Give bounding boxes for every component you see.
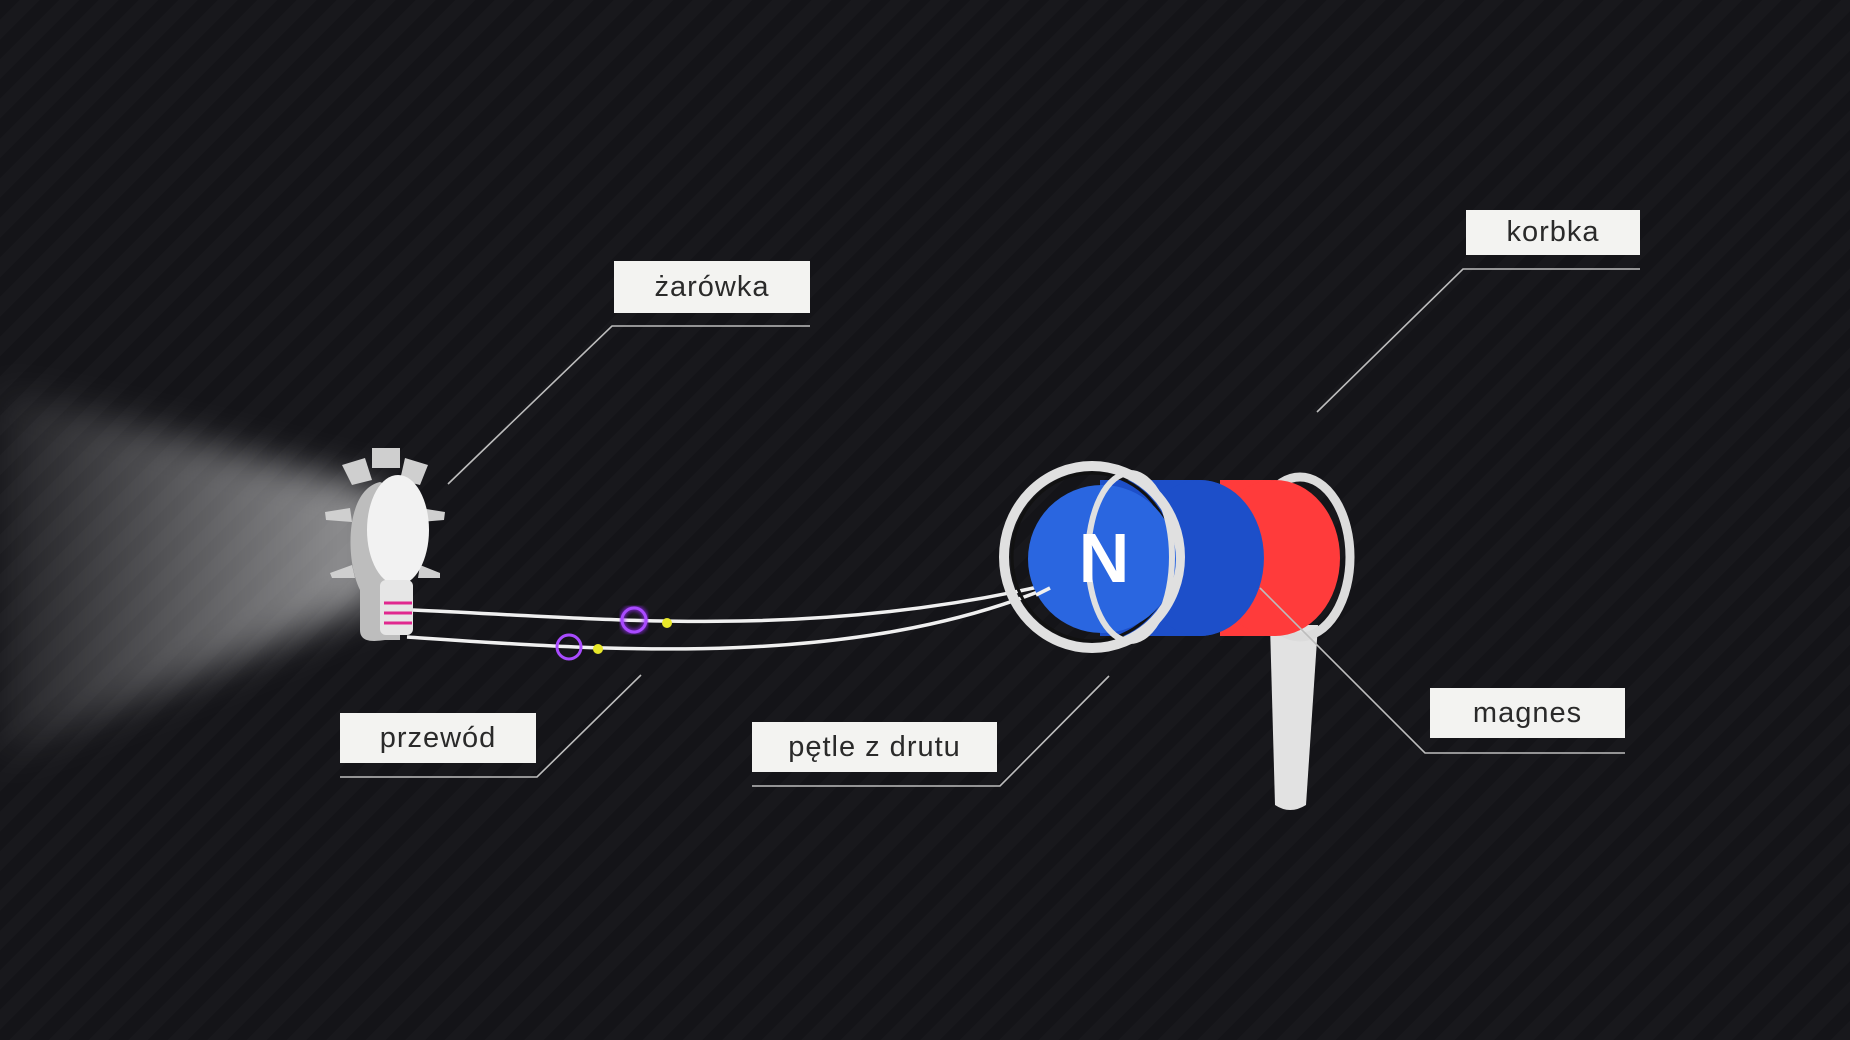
coil-front-ring xyxy=(999,461,1185,653)
wire-top xyxy=(412,585,1039,624)
magnet-pole-label: N xyxy=(1079,519,1130,597)
charge-negative xyxy=(593,644,603,654)
label-magnet: magnes xyxy=(1430,688,1625,738)
wire-bottom xyxy=(406,585,1051,651)
light-beam xyxy=(0,390,380,760)
magnet-north-face xyxy=(1028,485,1176,633)
label-crank: korbka xyxy=(1466,210,1640,255)
leader-lines xyxy=(340,268,1640,787)
label-wire: przewód xyxy=(340,713,536,763)
light-bulb xyxy=(325,448,445,641)
charge-positive xyxy=(555,633,583,661)
crank-handle xyxy=(1270,625,1318,810)
charge-negative xyxy=(662,618,672,628)
label-coil: pętle z drutu xyxy=(752,722,997,772)
label-bulb: żarówka xyxy=(614,261,810,313)
